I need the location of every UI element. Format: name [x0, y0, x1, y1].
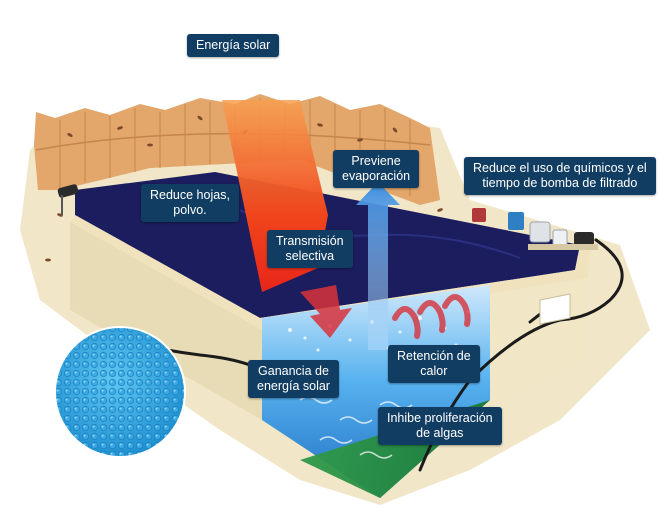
pool-rim: [70, 215, 590, 330]
cover-reel: [57, 184, 79, 215]
transmission-arrow: [300, 285, 352, 338]
label-retencion-calor: Retención de calor: [388, 345, 480, 383]
label-energia-solar: Energía solar: [187, 34, 280, 57]
cover-texture-closeup: [54, 326, 186, 458]
heat-retention-arrows: [392, 294, 471, 339]
label-reduce-hojas: Reduce hojas, polvo.: [141, 184, 239, 222]
evaporation-arrow: [356, 182, 400, 350]
pool-wall-left: [70, 222, 262, 420]
label-previene-evaporacion: Previene evaporación: [333, 150, 420, 188]
skimmer: [539, 293, 571, 325]
pump-equipment: [472, 208, 598, 250]
label-reduce-quimicos: Reduce el uso de químicos y el tiempo de…: [464, 157, 656, 195]
label-transmision-selectiva: Transmisión selectiva: [267, 230, 353, 268]
label-inhibe-algas: Inhibe proliferación de algas: [378, 407, 502, 445]
label-ganancia-energia: Ganancia de energía solar: [248, 360, 339, 398]
